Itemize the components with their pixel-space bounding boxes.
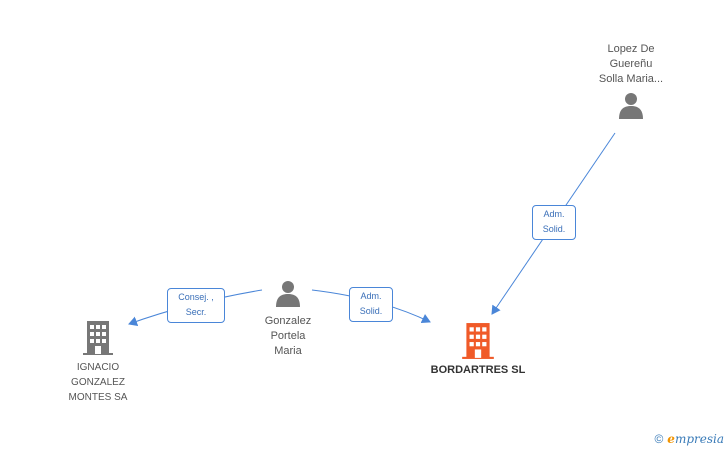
edge-label-gonzalez-bordartres[interactable]: Adm. Solid. bbox=[349, 287, 393, 322]
edge-label-line-1: Adm. bbox=[360, 291, 382, 301]
edge-label-gonzalez-ignacio[interactable]: Consej. , Secr. bbox=[167, 288, 225, 323]
person-icon bbox=[276, 281, 300, 307]
building-icon bbox=[83, 321, 113, 355]
node-ignacio-label-1: IGNACIO bbox=[76, 362, 120, 373]
node-lopez-label-3: Solla Maria... bbox=[598, 73, 664, 85]
node-gonzalez-label-3: Maria bbox=[274, 345, 302, 357]
edge-label-line-1: Adm. bbox=[543, 209, 565, 219]
empresia-watermark: © empresia bbox=[654, 432, 724, 446]
empresia-logo: empresia bbox=[667, 432, 724, 446]
node-ignacio-label-3: MONTES SA bbox=[68, 392, 128, 403]
node-ignacio[interactable]: IGNACIO GONZALEZ MONTES SA bbox=[50, 320, 146, 405]
node-bordartres[interactable]: BORDARTRES SL bbox=[420, 322, 536, 378]
edge-label-line-2: Solid. bbox=[359, 306, 383, 316]
node-bordartres-label: BORDARTRES SL bbox=[430, 364, 526, 376]
node-gonzalez-label-1: Gonzalez bbox=[264, 315, 312, 327]
copyright-symbol: © bbox=[654, 432, 664, 446]
building-icon bbox=[462, 323, 494, 359]
node-ignacio-label-2: GONZALEZ bbox=[71, 377, 125, 388]
node-lopez[interactable]: Lopez De Guereñu Solla Maria... bbox=[578, 42, 684, 120]
edge-label-line-2: Solid. bbox=[542, 224, 566, 234]
node-gonzalez-label-2: Portela bbox=[270, 330, 306, 342]
edge-label-line-2: Secr. bbox=[185, 307, 207, 317]
edge-label-line-1: Consej. , bbox=[178, 292, 214, 302]
brand-initial: e bbox=[667, 432, 675, 446]
person-icon bbox=[619, 93, 643, 119]
node-gonzalez[interactable]: Gonzalez Portela Maria bbox=[240, 278, 336, 359]
node-lopez-label-1: Lopez De bbox=[607, 43, 655, 55]
node-lopez-label-2: Guereñu bbox=[609, 58, 653, 70]
edge-label-lopez-bordartres[interactable]: Adm. Solid. bbox=[532, 205, 576, 240]
brand-rest: mpresia bbox=[674, 432, 724, 446]
